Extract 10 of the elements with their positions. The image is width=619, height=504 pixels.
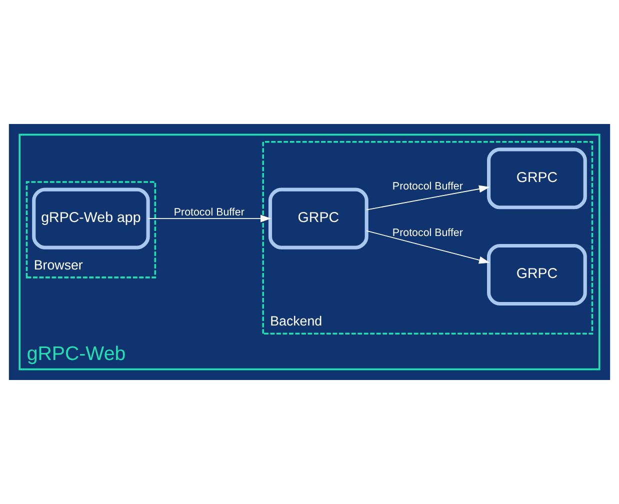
node-box: GRPC (487, 148, 587, 210)
arrow (366, 230, 490, 264)
arrow (366, 185, 490, 210)
edge-label: Protocol Buffer (392, 180, 463, 193)
node-box: GRPC (487, 244, 587, 306)
edge-label: Protocol Buffer (174, 206, 244, 219)
node-box: gRPC-Web app (32, 188, 150, 250)
edge-label: Protocol Buffer (392, 227, 463, 240)
arrow (148, 214, 272, 222)
node-box: GRPC (268, 188, 368, 250)
